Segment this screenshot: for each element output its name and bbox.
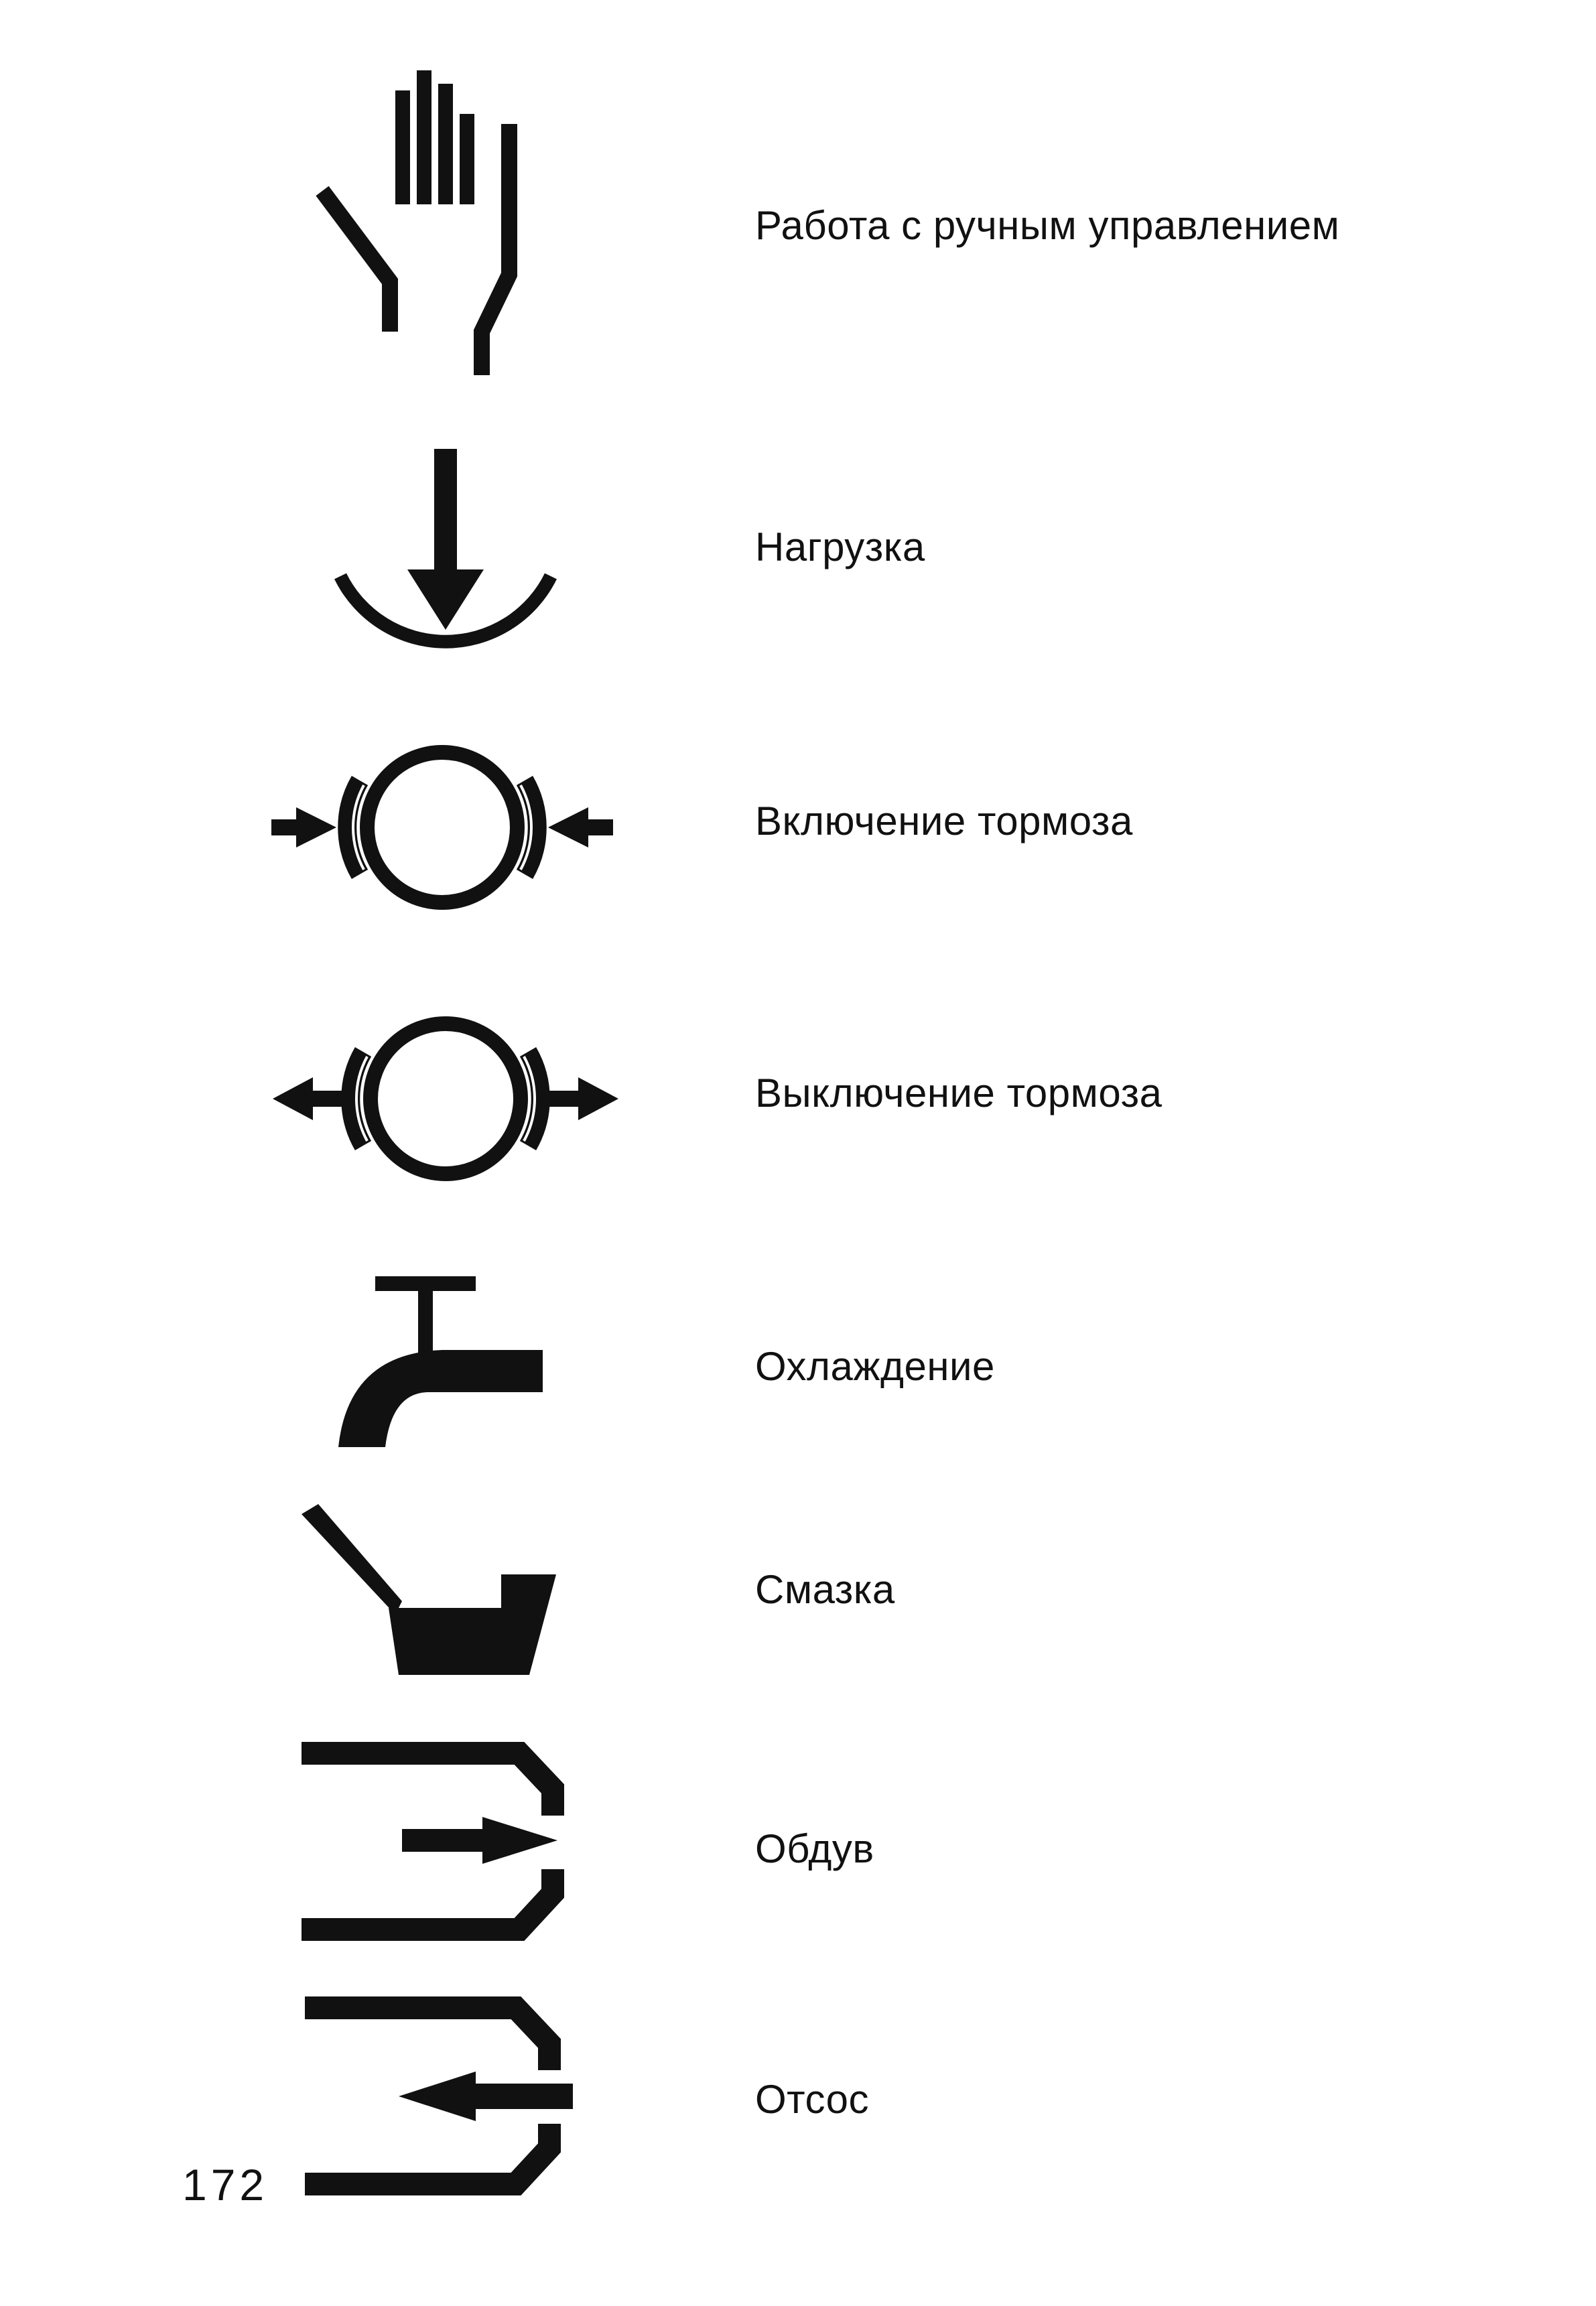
brake-off-icon bbox=[273, 1016, 618, 1181]
suction-icon bbox=[305, 1996, 573, 2195]
brake-on-icon bbox=[271, 745, 613, 910]
symbol-label: Включение тормоза bbox=[755, 799, 1133, 843]
hand-icon bbox=[316, 70, 517, 375]
symbol-label: Обдув bbox=[755, 1826, 874, 1871]
symbol-label: Нагрузка bbox=[755, 525, 925, 569]
page-number: 172 bbox=[182, 2160, 269, 2210]
symbol-label: Смазка bbox=[755, 1567, 895, 1612]
symbol-label: Выключение тормоза bbox=[755, 1071, 1162, 1115]
symbol-label: Отсос bbox=[755, 2077, 870, 2122]
blow-out-icon bbox=[302, 1742, 564, 1941]
oil-can-icon bbox=[302, 1504, 556, 1675]
load-icon bbox=[334, 449, 557, 649]
coolant-tap-icon bbox=[338, 1276, 543, 1447]
symbol-label: Охлаждение bbox=[755, 1344, 995, 1389]
symbol-label: Работа с ручным управлением bbox=[755, 203, 1340, 248]
